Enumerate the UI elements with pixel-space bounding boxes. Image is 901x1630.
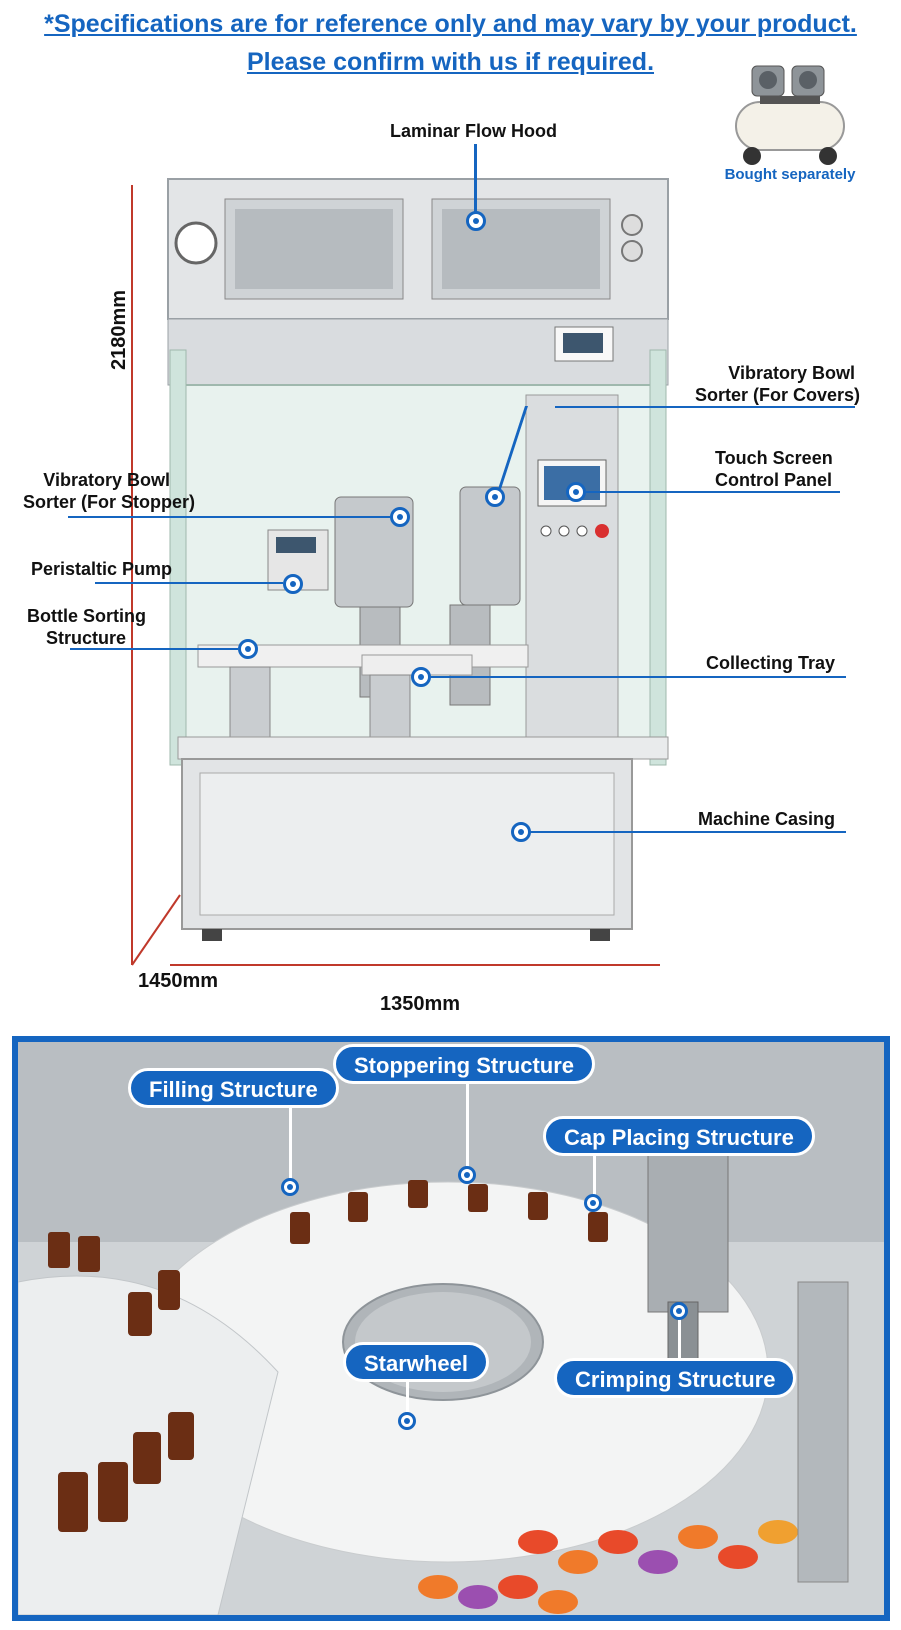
leader-machine-casing [528,831,846,833]
callout-bowl-stopper-1: Vibratory Bowl [43,470,170,490]
leader-peristaltic-pump [95,582,283,584]
leader-filling [289,1108,292,1184]
marker-filling [281,1178,299,1196]
callout-touch-screen-1: Touch Screen [715,448,833,468]
height-dimension: 2180mm [108,289,130,370]
leader-touch-screen [585,491,840,493]
callout-bowl-covers-1: Vibratory Bowl [728,363,855,383]
callout-machine-casing: Machine Casing [698,809,836,829]
marker-bowl-stopper [390,507,410,527]
callout-collecting-tray: Collecting Tray [706,653,836,673]
marker-collecting-tray [411,667,431,687]
depth-dimension: 1450mm [138,970,219,992]
detail-photo: Filling Structure Stoppering Structure C… [12,1036,890,1621]
marker-bowl-covers [485,487,505,507]
marker-starwheel [398,1412,416,1430]
width-dimension: 1350mm [380,993,461,1015]
air-compressor-icon [735,65,845,165]
marker-crimping [670,1302,688,1320]
leader-starwheel [406,1382,409,1414]
callout-bowl-stopper-2: Sorter (For Stopper) [22,492,195,512]
label-crimping-structure: Crimping Structure [554,1358,797,1398]
marker-laminar [466,211,486,231]
label-filling-structure: Filling Structure [128,1068,339,1108]
leader-cap-placing [593,1156,596,1196]
leader-laminar [474,144,477,218]
label-cap-placing-structure: Cap Placing Structure [543,1116,815,1156]
label-stoppering-structure: Stoppering Structure [333,1044,596,1084]
callout-peristaltic-pump: Peristaltic Pump [30,559,172,579]
bought-separately-label: Bought separately [724,166,856,183]
label-starwheel: Starwheel [343,1342,489,1382]
leader-bottle-sorting [70,648,238,650]
leader-bowl-covers-h [555,406,855,408]
marker-touch-screen [566,482,586,502]
leader-stoppering [466,1084,469,1174]
marker-stoppering [458,1166,476,1184]
machine-illustration [131,178,669,966]
callout-touch-screen-2: Control Panel [715,470,833,490]
leader-crimping [678,1310,681,1358]
callout-laminar-flow-hood: Laminar Flow Hood [390,121,558,141]
callout-bottle-sorting-2: Structure [45,628,126,648]
callout-bottle-sorting-1: Bottle Sorting [27,606,146,626]
marker-peristaltic-pump [283,574,303,594]
disclaimer-line-2: Please confirm with us if required. [246,48,655,76]
leader-collecting-tray [428,676,846,678]
marker-bottle-sorting [238,639,258,659]
marker-machine-casing [511,822,531,842]
leader-bowl-stopper [68,516,390,518]
disclaimer-line-1: *Specifications are for reference only a… [44,10,857,38]
callout-bowl-covers-2: Sorter (For Covers) [694,385,860,405]
detail-photo-illustration [18,1042,884,1615]
marker-cap-placing [584,1194,602,1212]
